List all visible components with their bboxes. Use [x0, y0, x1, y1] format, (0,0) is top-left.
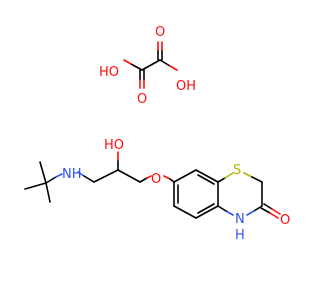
bond-c-nh [45, 176, 57, 184]
bond-o-aryl [163, 175, 171, 180]
ether-o-label: O [151, 172, 161, 187]
bond-s-ch2 [251, 176, 263, 183]
drug-molecule: NH HO O S N H O [24, 138, 290, 243]
bond-ch2-ch [93, 169, 119, 183]
bond-c-oh [130, 63, 143, 71]
sulfur-label: S [233, 163, 241, 178]
bond-c-oh [123, 59, 132, 65]
bond-ch2-o [139, 177, 148, 183]
bond-s-ch2 [243, 172, 253, 178]
bond-c-oh [159, 59, 171, 67]
bond-ar-s [217, 177, 226, 183]
bond-c-n [246, 210, 255, 216]
bond-n-ar [225, 210, 234, 216]
ring-double-bond [197, 203, 215, 214]
bond-c-c [141, 59, 161, 71]
oxalic-acid: HO OH O O [99, 25, 196, 107]
bond-c-oh [169, 65, 178, 71]
bond-tbu-methyl-bottom [45, 182, 51, 203]
oxalic-oh-left: HO [99, 65, 119, 80]
bond-nh-ch2 [83, 175, 95, 183]
ring-bond [173, 169, 197, 183]
ring-bond [195, 205, 219, 219]
bond-tbu-methyl-top [39, 161, 47, 184]
ring-double-bond [197, 174, 215, 185]
oxalic-oh-right: OH [176, 79, 196, 94]
bond-ar-s [224, 172, 234, 179]
bond-nh-ch2 [77, 171, 85, 177]
bond-ch2-o [146, 175, 152, 179]
bond-tbu-methyl-left [24, 182, 47, 190]
lactam-n-label: N [235, 212, 245, 227]
bond-o-aryl [169, 178, 175, 183]
bond-c-o-double [260, 207, 271, 214]
amine-nh-label: NH [62, 167, 82, 182]
bond-ch-ch2 [117, 169, 141, 183]
ring-bond [173, 205, 197, 219]
bond-c-o-double [263, 203, 273, 210]
bond-c-n [253, 205, 263, 212]
ring-bond [195, 169, 219, 183]
bond-n-ar [217, 205, 227, 212]
hydroxy-label: HO [104, 138, 124, 153]
bond-c-o-double [271, 208, 281, 215]
carbonyl-o-label: O [280, 213, 290, 228]
oxalic-o-bottom: O [137, 92, 147, 107]
chemical-structure-canvas: HO OH O O [24, 25, 290, 243]
bond-c-nh [55, 173, 63, 178]
lactam-h-label: H [235, 228, 245, 243]
bond-c-o-double [269, 212, 279, 219]
oxalic-o-top: O [155, 25, 165, 40]
